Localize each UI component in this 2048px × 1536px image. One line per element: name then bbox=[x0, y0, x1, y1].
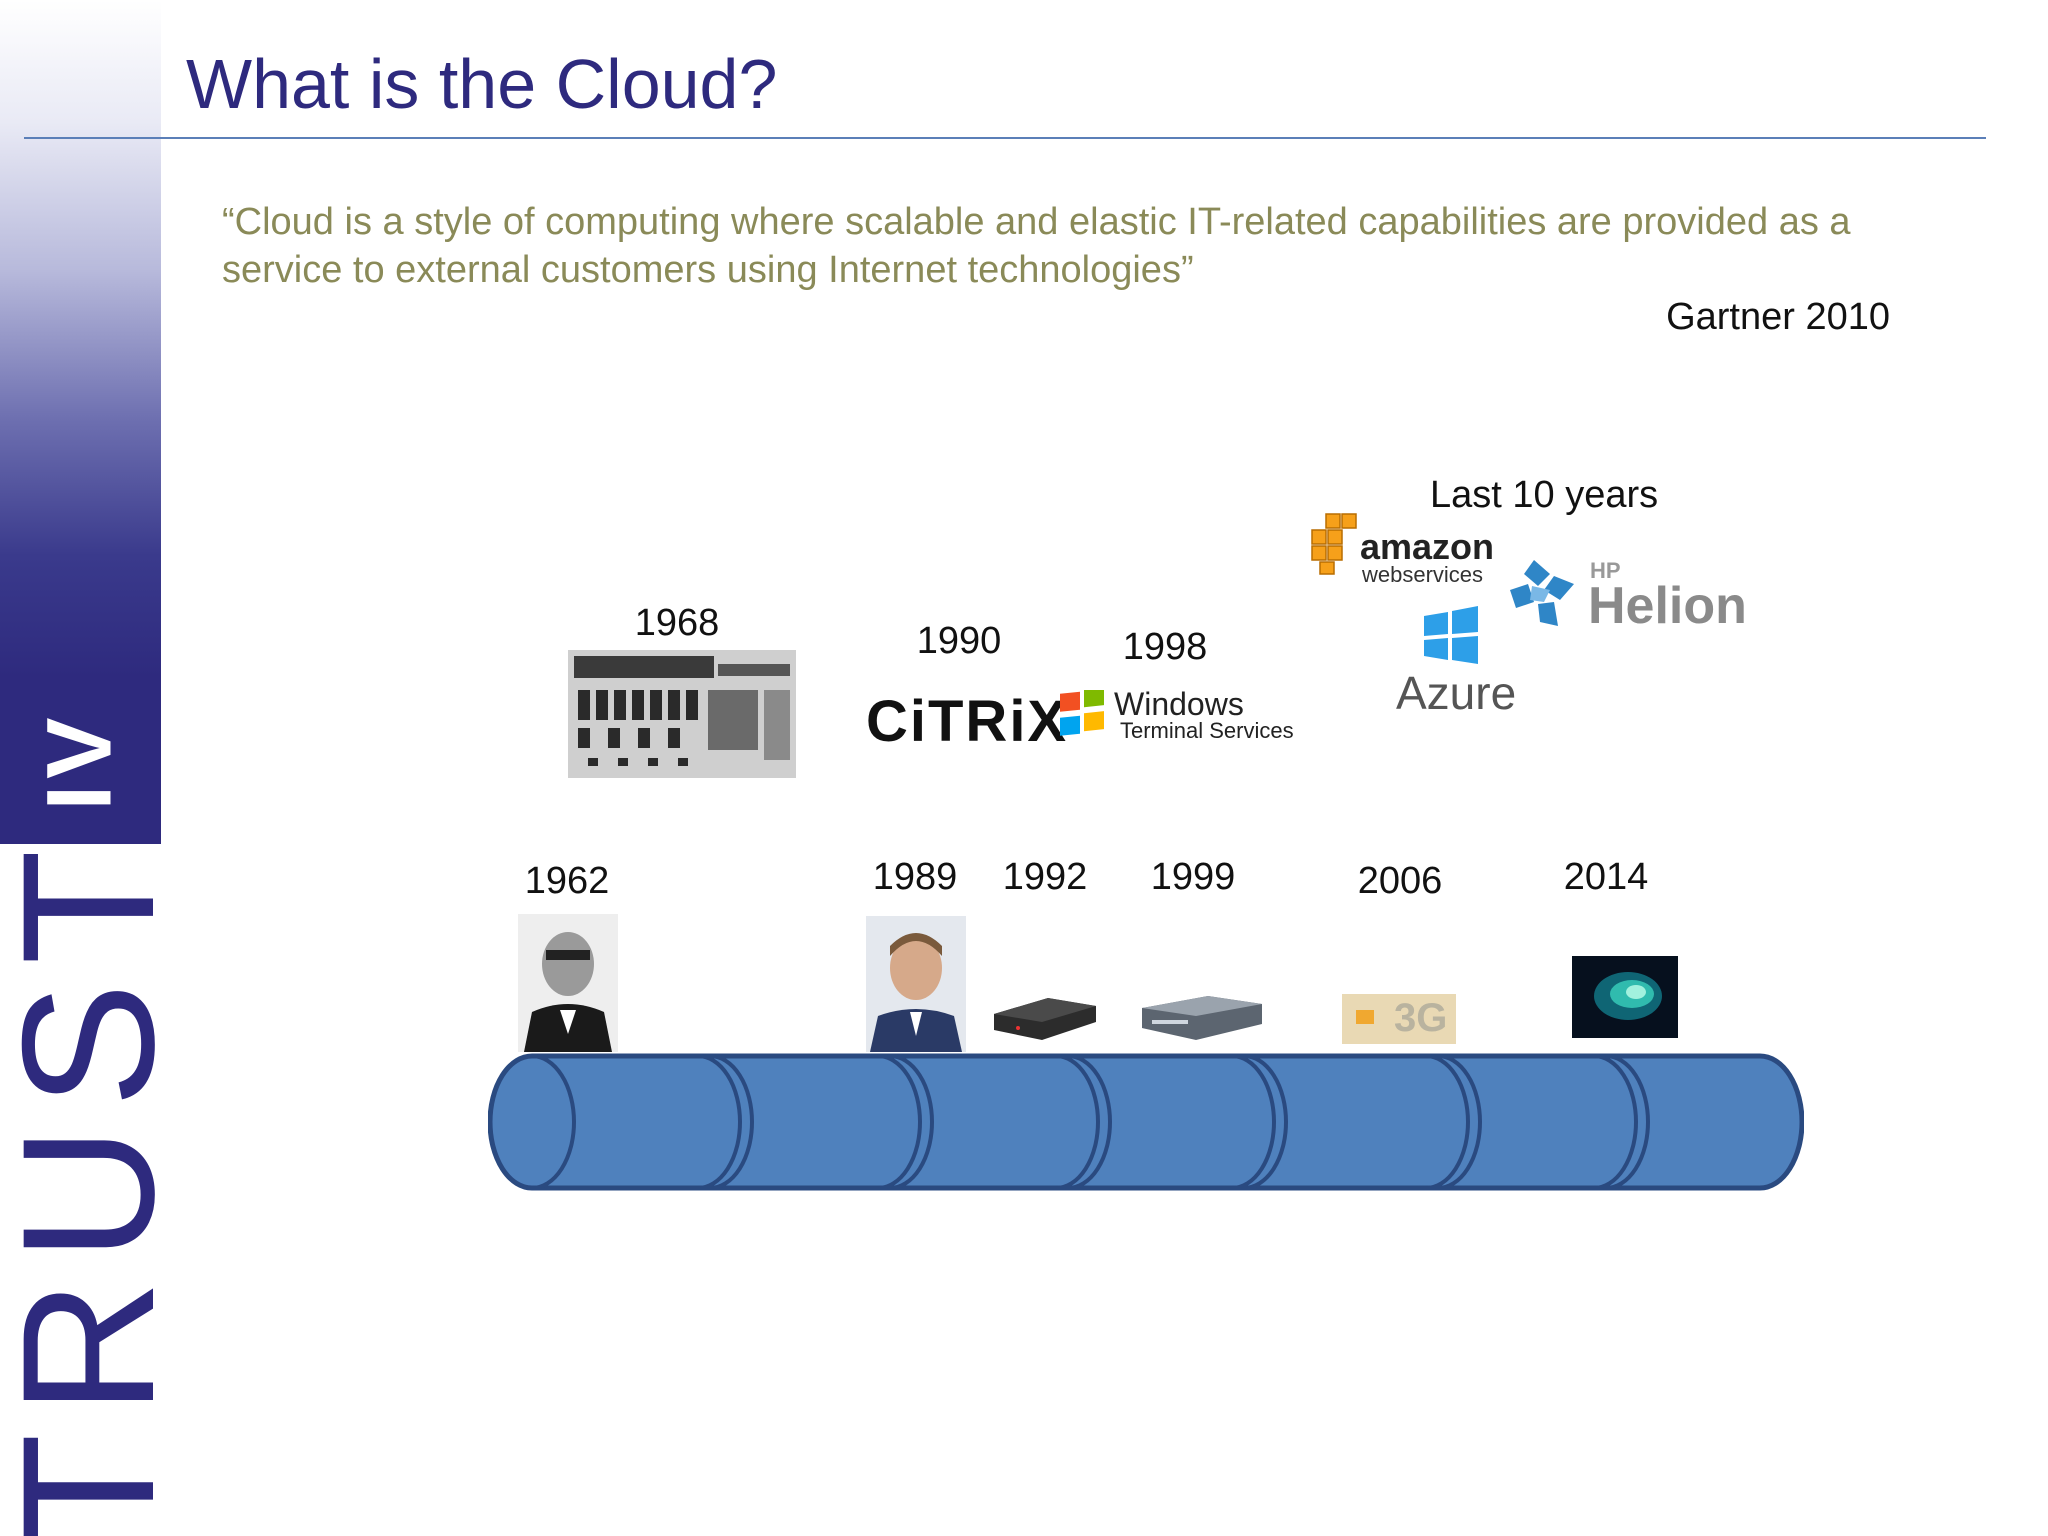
terminal-services-text: Terminal Services bbox=[1120, 718, 1294, 744]
year-label-1992: 1992 bbox=[985, 856, 1105, 899]
citrix-logo: CiTRiX bbox=[866, 688, 1068, 755]
3g-chip-icon bbox=[1356, 1010, 1374, 1024]
year-label-1998: 1998 bbox=[1105, 626, 1225, 669]
portrait-1962-image bbox=[518, 914, 618, 1052]
helion-logo-text: Helion bbox=[1588, 576, 1747, 636]
azure-flag-icon bbox=[1418, 606, 1482, 664]
title-divider bbox=[24, 137, 1986, 139]
aws-logo-subtext: webservices bbox=[1362, 562, 1483, 588]
timeline-cylinder bbox=[488, 1052, 1804, 1194]
router-1999-image bbox=[1138, 984, 1266, 1044]
azure-logo-text: Azure bbox=[1396, 666, 1516, 720]
year-label-1990: 1990 bbox=[899, 620, 1019, 663]
sidebar-logo-panel: IV TRUST bbox=[0, 0, 161, 1536]
year-label-1968: 1968 bbox=[617, 602, 737, 645]
last-10-years-label: Last 10 years bbox=[1430, 474, 1658, 517]
logo-trust-text: TRUST bbox=[0, 832, 161, 1536]
year-label-1989: 1989 bbox=[855, 856, 975, 899]
hp-helion-icon bbox=[1504, 556, 1580, 632]
data-2014-image bbox=[1572, 956, 1678, 1038]
aws-cubes-icon bbox=[1310, 512, 1360, 576]
windows-flag-icon bbox=[1058, 690, 1108, 740]
year-label-1962: 1962 bbox=[507, 860, 627, 903]
3g-2006-image: 3G bbox=[1342, 994, 1456, 1044]
year-label-1999: 1999 bbox=[1133, 856, 1253, 899]
sidebar-gradient bbox=[0, 0, 161, 678]
slide-title: What is the Cloud? bbox=[186, 44, 777, 124]
portrait-1989-image bbox=[866, 916, 966, 1052]
year-label-2006: 2006 bbox=[1340, 860, 1460, 903]
3g-logo-text: 3G bbox=[1394, 996, 1447, 1041]
modem-1992-image bbox=[988, 984, 1100, 1044]
logo-iv-text: IV bbox=[28, 712, 133, 811]
quote-attribution: Gartner 2010 bbox=[1640, 296, 1890, 339]
year-label-2014: 2014 bbox=[1546, 856, 1666, 899]
mainframe-image bbox=[568, 650, 796, 778]
gartner-quote: “Cloud is a style of computing where sca… bbox=[222, 198, 1902, 294]
